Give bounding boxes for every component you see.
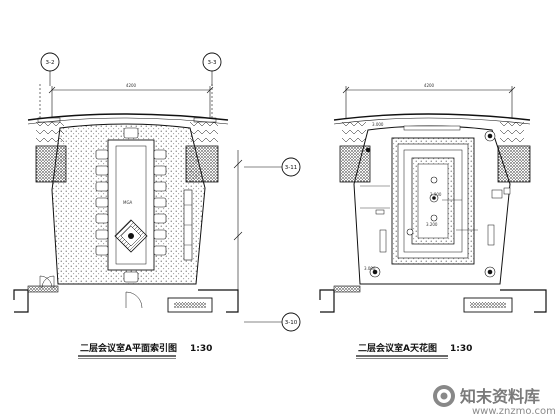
svg-text:3-3: 3-3	[208, 60, 217, 66]
watermark-logo-icon	[433, 385, 455, 407]
ceiling-height-1: 3.000	[372, 122, 384, 127]
left-plan-scale: 1:30	[190, 344, 212, 354]
right-curtain-ne	[499, 121, 525, 143]
left-column-nw	[35, 145, 67, 183]
right-bottom-walls	[319, 289, 547, 313]
left-top-wall	[27, 113, 229, 121]
left-curtain-nw	[35, 117, 65, 143]
right-ceiling-plan: 4200	[319, 83, 547, 359]
section-tag-3-2: 3-2	[40, 52, 60, 86]
left-column-ne	[185, 145, 219, 183]
right-plan-scale: 1:30	[450, 344, 472, 354]
right-dimension-line	[342, 86, 516, 118]
left-bottom-walls	[13, 289, 239, 313]
right-doorstep-fill	[470, 302, 506, 308]
svg-text:3-11: 3-11	[285, 165, 297, 171]
room-label: MGA	[123, 200, 133, 205]
svg-text:3-10: 3-10	[285, 320, 298, 326]
left-doorstep-fill	[174, 302, 206, 308]
watermark-url: www.znzmo.com	[472, 406, 556, 417]
right-column-nw	[339, 145, 371, 183]
left-floor-plan: 4200	[13, 52, 301, 359]
right-plan-title: 二层会议室A天花图	[358, 342, 437, 354]
right-wall-segment-west	[333, 285, 361, 293]
ceiling-lights	[365, 130, 496, 278]
left-dimension-text: 4200	[126, 83, 137, 88]
right-dimension-text: 4200	[424, 83, 435, 88]
ceiling-leader-lines	[360, 185, 478, 231]
left-plan-title: 二层会议室A平面索引图	[80, 342, 177, 354]
watermark-brand: 知末资料库	[460, 387, 540, 406]
right-column-ne	[497, 145, 531, 183]
left-curtain-ne	[189, 117, 219, 143]
conference-chairs	[95, 127, 167, 283]
right-top-wall	[333, 113, 531, 121]
left-door-swings	[39, 275, 143, 309]
section-tag-3-10: 3-10	[244, 312, 301, 332]
ceiling-height-4: 3.000	[364, 266, 376, 271]
ceiling-fixtures	[375, 125, 511, 253]
ceiling-height-2: 2.900	[430, 192, 442, 197]
right-curtain-nw	[341, 121, 367, 143]
left-wall-segment-west	[27, 285, 59, 293]
section-tag-3-3: 3-3	[202, 52, 222, 86]
floor-index-diamond	[114, 219, 148, 253]
left-dimension-line	[39, 84, 214, 120]
section-tag-3-11: 3-11	[244, 157, 301, 177]
watermark: 知末资料库 www.znzmo.com	[433, 385, 556, 417]
svg-text:3-2: 3-2	[46, 60, 55, 66]
ceiling-height-3: 3.200	[426, 222, 438, 227]
